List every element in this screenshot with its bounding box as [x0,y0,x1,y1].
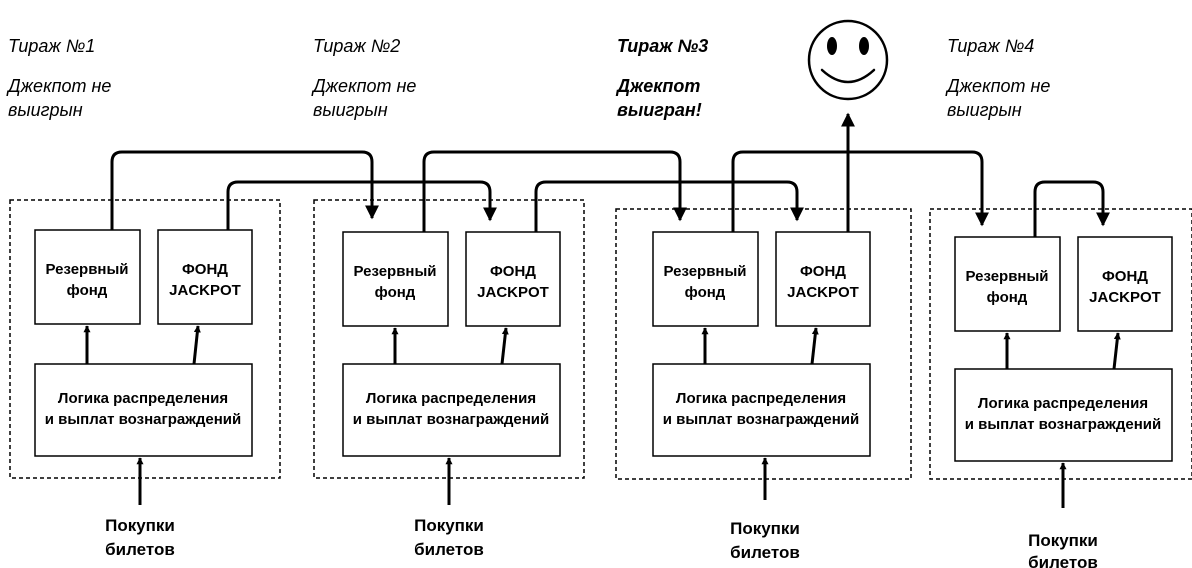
tickets-label-2: билетов [414,540,484,559]
reserve-fund-label-2: фонд [375,284,416,301]
jackpot-fund-label-1: ФОНД [182,261,228,278]
tickets-label-1: Покупки [1028,531,1098,550]
jackpot-fund-label-2: JACKPOT [477,284,549,301]
reserve-fund-box [34,229,141,325]
draw-group-4: Резервный фонд ФОНД JACKPOT Логика распр… [929,208,1192,568]
draw-frame [9,199,281,479]
draw-group-1: Резервный фонд ФОНД JACKPOT Логика распр… [9,199,281,559]
reserve-carry-arrow-3-4 [731,150,989,232]
tickets-label-1: Покупки [730,519,800,538]
distribution-logic-box [652,363,871,457]
draw-status-line1: Джекпот [615,76,700,96]
logic-label-2: и выплат вознаграждений [663,411,859,428]
reserve-fund-label-1: Резервный [353,263,436,280]
logic-label-1: Логика распределения [978,395,1148,412]
draw-title: Тираж №3 [617,36,708,56]
reserve-carry-arrow-1-2 [110,150,379,230]
reserve-fund-box [954,236,1061,332]
jackpot-fund-label-1: ФОНД [490,263,536,280]
logic-label-2: и выплат вознаграждений [353,411,549,428]
reserve-fund-label-2: фонд [685,284,726,301]
draw-status-line2: выигрын [313,100,388,120]
draw-status-line2: выигрын [947,100,1022,120]
tickets-label-2: билетов [105,540,175,559]
jackpot-fund-label-1: ФОНД [1102,268,1148,285]
reserve-fund-label-2: фонд [987,289,1028,306]
logic-label-2: и выплат вознаграждений [965,416,1161,433]
draw-header-1: Тираж №1 Джекпот не выигрын [6,36,111,120]
smiley-face-icon [807,19,889,101]
reserve-fund-label-2: фонд [67,282,108,299]
draw-group-2: Резервный фонд ФОНД JACKPOT Логика распр… [313,199,585,559]
jackpot-fund-box [1077,236,1173,332]
draw-frame [615,208,912,480]
draw-status-line2: выигрын [8,100,83,120]
reserve-fund-box [342,231,449,327]
jackpot-fund-label-2: JACKPOT [1089,289,1161,306]
distribution-logic-box [34,363,253,457]
reserve-carry-arrow-2-3 [422,150,687,232]
distribution-logic-box [954,368,1173,462]
logic-to-jackpot-arrow [1112,332,1121,370]
draw-header-4: Тираж №4 Джекпот не выигрын [945,36,1050,120]
draw-status-line1: Джекпот не [6,76,111,96]
reserve-to-jackpot-arrow-4 [1033,180,1110,237]
tickets-label-1: Покупки [414,516,484,535]
jackpot-fund-label-1: ФОНД [800,263,846,280]
reserve-fund-label-1: Резервный [663,263,746,280]
logic-label-1: Логика распределения [366,390,536,407]
jackpot-carry-arrow-1-2 [226,180,497,230]
draw-title: Тираж №4 [947,36,1034,56]
draw-status-line1: Джекпот не [311,76,416,96]
logic-label-1: Логика распределения [676,390,846,407]
logic-to-jackpot-arrow [192,325,201,365]
draw-header-3: Тираж №3 Джекпот выигран! [615,36,708,120]
reserve-fund-box [652,231,759,327]
jackpot-fund-box [157,229,253,325]
draw-status-line1: Джекпот не [945,76,1050,96]
jackpot-fund-label-2: JACKPOT [169,282,241,299]
logic-label-2: и выплат вознаграждений [45,411,241,428]
carry-over-connectors [110,112,1110,237]
draw-header-2: Тираж №2 Джекпот не выигрын [311,36,416,120]
jackpot-carry-arrow-2-3 [534,180,804,232]
reserve-fund-label-1: Резервный [45,261,128,278]
draw-title: Тираж №1 [8,36,95,56]
draw-group-3: Резервный фонд ФОНД JACKPOT Логика распр… [615,208,912,562]
jackpot-fund-label-2: JACKPOT [787,284,859,301]
draw-status-line2: выигран! [617,100,702,120]
logic-to-jackpot-arrow [810,327,819,365]
reserve-fund-label-1: Резервный [965,268,1048,285]
logic-to-jackpot-arrow [500,327,509,365]
tickets-label-2: билетов [1028,553,1098,568]
jackpot-fund-box [465,231,561,327]
tickets-label-2: билетов [730,543,800,562]
jackpot-fund-box [775,231,871,327]
draw-title: Тираж №2 [313,36,400,56]
distribution-logic-box [342,363,561,457]
logic-label-1: Логика распределения [58,390,228,407]
tickets-label-1: Покупки [105,516,175,535]
